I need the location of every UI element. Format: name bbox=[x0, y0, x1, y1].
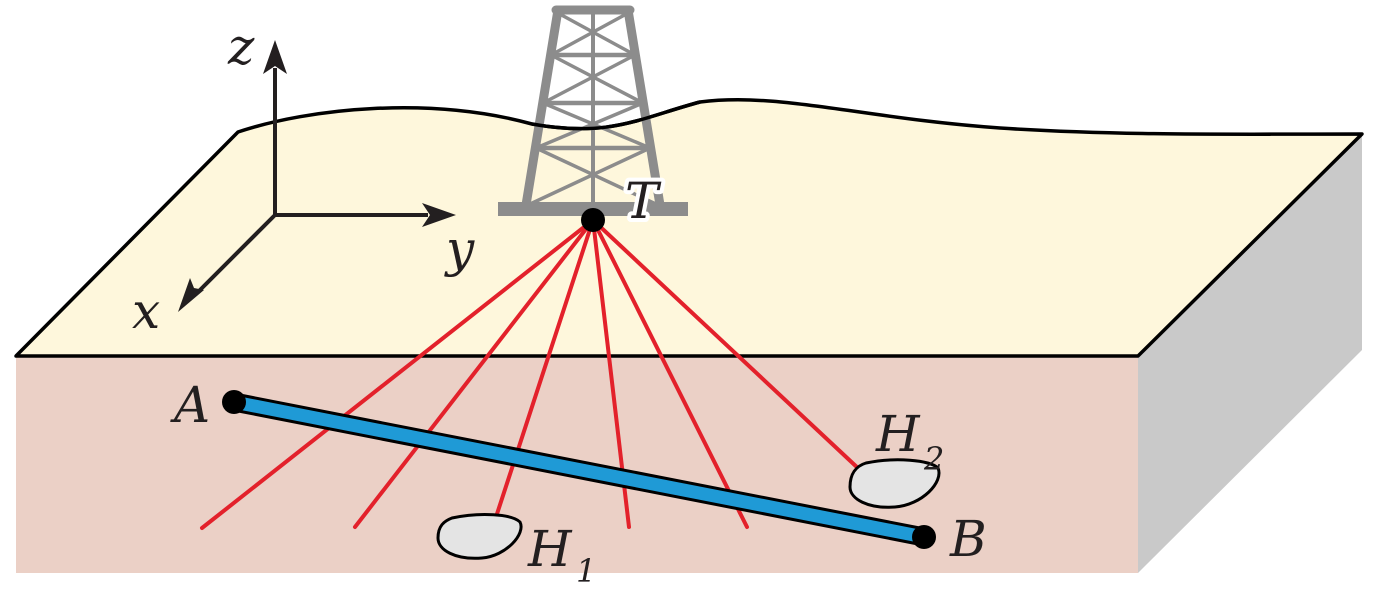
coordinate-axes bbox=[178, 40, 456, 312]
ground-surface bbox=[14, 98, 1364, 358]
x-arrow-icon bbox=[178, 278, 204, 312]
ground-line-over-derrick bbox=[531, 100, 701, 131]
point-a-marker bbox=[222, 390, 246, 414]
axis-label-y: y bbox=[444, 220, 475, 278]
h2-label: H 2 bbox=[875, 405, 944, 478]
inclusion-h1 bbox=[436, 513, 523, 560]
h2-label-sub: 2 bbox=[923, 440, 944, 478]
axis-label-z: z bbox=[227, 18, 255, 76]
earth-block bbox=[14, 98, 1364, 573]
axis-label-x: x bbox=[132, 282, 160, 340]
transmitter-marker bbox=[581, 208, 605, 232]
point-a-label: A bbox=[170, 376, 210, 434]
drilling-derrick bbox=[498, 5, 688, 216]
y-arrow-icon bbox=[422, 203, 456, 227]
h1-label-base: H bbox=[527, 520, 573, 578]
point-b-label: B bbox=[949, 510, 987, 568]
block-side-face bbox=[1138, 134, 1362, 573]
pipe-ab bbox=[222, 390, 936, 549]
inclusion-h2 bbox=[848, 458, 941, 509]
h2-label-base: H bbox=[875, 405, 921, 463]
point-b-marker bbox=[912, 525, 936, 549]
transmitter-label: T bbox=[625, 172, 662, 230]
z-arrow-icon bbox=[263, 40, 287, 74]
h1-label-sub: 1 bbox=[576, 552, 596, 590]
h1-label: H 1 bbox=[527, 520, 596, 590]
signal-rays bbox=[200, 218, 862, 530]
